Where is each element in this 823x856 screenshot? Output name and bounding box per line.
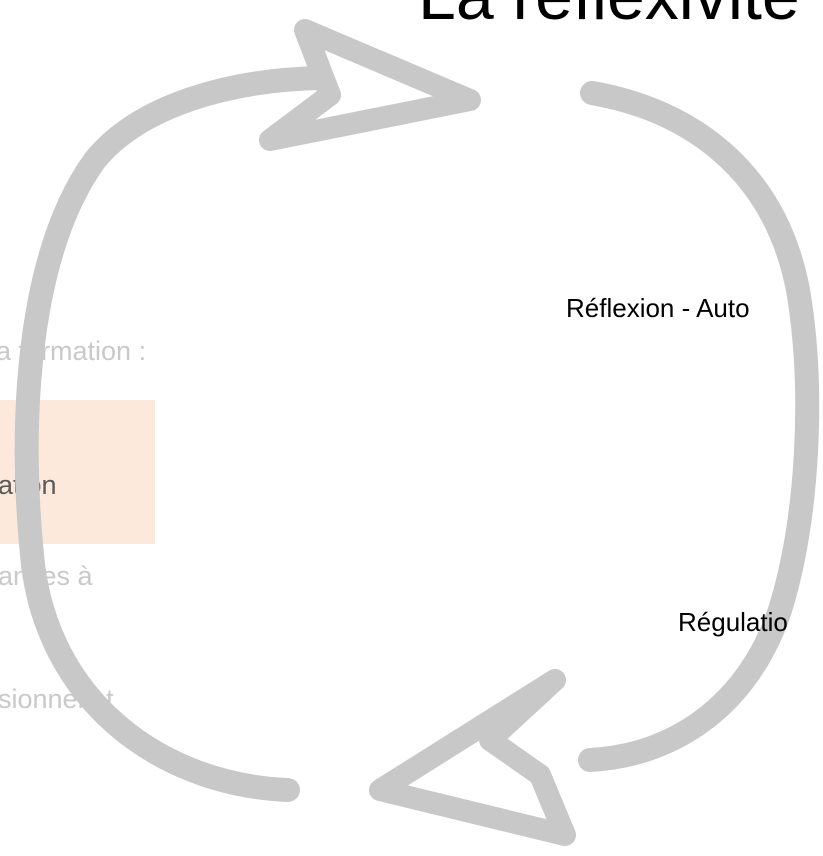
cycle-arrow-strokes (14, 19, 820, 846)
bottom-arrowhead-icon (369, 669, 576, 846)
top-arrowhead-icon (259, 19, 481, 151)
cycle-label-reflexion: Réflexion - Auto (566, 293, 750, 323)
left-arc-stroke (14, 66, 332, 802)
right-arc-stroke (578, 81, 820, 772)
cycle-label-regulation: Régulatio (678, 607, 788, 637)
slide-title: La réflexivité (418, 0, 800, 30)
